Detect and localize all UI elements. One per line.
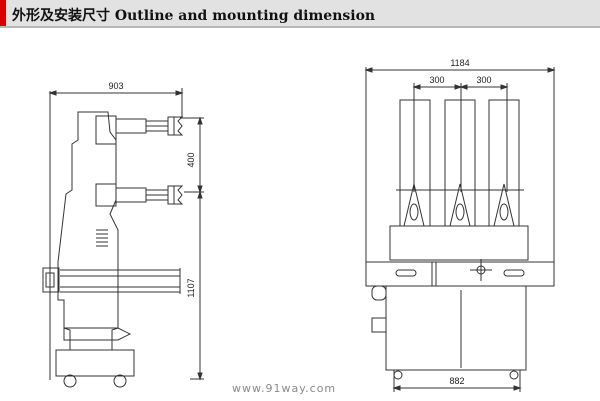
front-view-drawing (364, 67, 556, 392)
side-view-drawing (42, 88, 204, 388)
dim-base-width-label: 882 (449, 376, 464, 386)
dim-phase-spacing-2-label: 300 (476, 75, 491, 85)
dim-side-height-label: 1107 (186, 278, 196, 297)
dim-pole-spacing-label: 400 (186, 152, 196, 167)
header-rule (0, 26, 600, 28)
watermark-text: www.91way.com (232, 382, 336, 395)
header-bar: 外形及安装尺寸 Outline and mounting dimension (0, 0, 600, 26)
dim-phase-spacing-1-label: 300 (429, 75, 444, 85)
dim-side-width-label: 903 (108, 81, 123, 91)
header-accent (0, 0, 6, 26)
dim-front-width-label: 1184 (450, 58, 469, 68)
page-title: 外形及安装尺寸 Outline and mounting dimension (12, 8, 376, 24)
